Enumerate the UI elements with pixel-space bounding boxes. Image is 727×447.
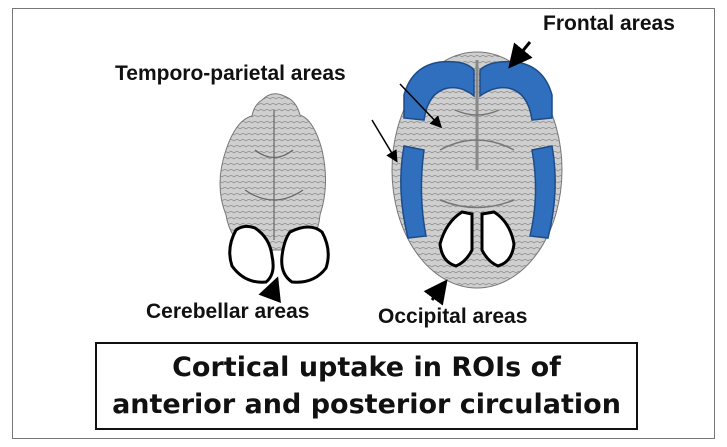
occipital-arrow xyxy=(432,284,444,300)
cerebellar-arrow xyxy=(270,282,276,298)
frontal-areas-label: Frontal areas xyxy=(543,12,675,36)
frontal-arrow xyxy=(512,42,530,64)
temporo-parietal-arrow-2 xyxy=(372,120,396,160)
temporo-parietal-areas-label: Temporo-parietal areas xyxy=(115,62,346,86)
caption-line-1: Cortical uptake in ROIs of xyxy=(97,352,636,383)
caption-line-2: anterior and posterior circulation xyxy=(97,389,636,420)
cerebellar-roi-right xyxy=(282,227,329,282)
right-brain-slice xyxy=(392,52,562,288)
caption-box: Cortical uptake in ROIs of anterior and … xyxy=(95,342,638,430)
occipital-areas-label: Occipital areas xyxy=(378,305,527,329)
left-brain-slice xyxy=(220,94,328,282)
cerebellar-areas-label: Cerebellar areas xyxy=(146,300,309,324)
